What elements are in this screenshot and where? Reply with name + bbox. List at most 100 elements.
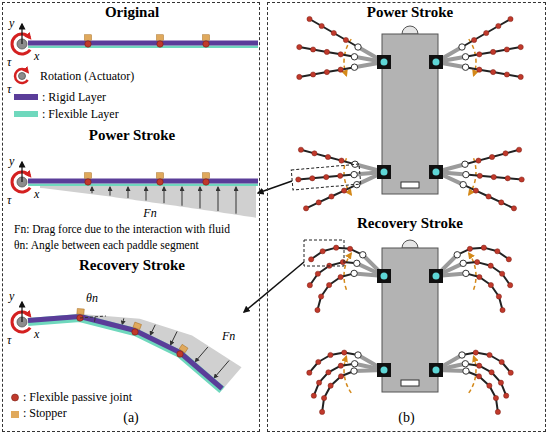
paddle <box>463 185 514 209</box>
note: Fn: Drag force due to the interaction wi… <box>14 224 230 236</box>
rod-joint <box>355 44 361 50</box>
passive-joint <box>320 249 325 254</box>
passive-joint <box>500 271 505 276</box>
rod-joint <box>463 368 469 374</box>
robot-window <box>401 182 419 188</box>
passive-joint <box>311 393 316 398</box>
passive-joint <box>487 383 492 388</box>
paddle <box>298 175 354 180</box>
rod-joint <box>460 181 466 187</box>
stopper <box>157 173 164 179</box>
y-axis <box>21 302 22 322</box>
passive-joint <box>493 395 498 400</box>
passive-joint <box>318 294 323 299</box>
actuator-shaft <box>433 367 440 374</box>
passive-joint <box>316 200 321 205</box>
legend-text: : Rigid Layer <box>42 91 106 103</box>
passive-joint <box>338 374 343 379</box>
torque-symbol: τ <box>7 83 11 95</box>
actuator-shaft <box>381 169 388 176</box>
paddle <box>310 19 358 47</box>
passive-joint <box>298 147 303 152</box>
rod-joint <box>454 252 460 258</box>
passive-joint <box>347 246 352 251</box>
stroke-direction-arc <box>344 253 351 290</box>
robot-window <box>401 380 419 386</box>
axis-label: x <box>34 188 39 200</box>
passive-joint <box>203 41 209 47</box>
passive-joint <box>315 307 320 312</box>
passive-joint <box>320 409 325 414</box>
passive-joint <box>489 154 494 159</box>
passive-joint <box>329 194 334 199</box>
legend-swatch <box>14 111 38 117</box>
flexible-layer <box>28 46 258 49</box>
passive-joint <box>334 245 339 250</box>
passive-joint <box>496 294 501 299</box>
rod-joint <box>459 44 465 50</box>
passive-joint <box>296 177 301 182</box>
axis-label: y <box>9 17 14 29</box>
y-axis <box>21 24 22 44</box>
passive-joint <box>316 359 321 364</box>
passive-joint <box>491 174 496 179</box>
panel-title: Recovery Stroke <box>79 258 185 273</box>
passive-joint <box>312 151 317 156</box>
passive-joint <box>321 395 326 400</box>
passive-joint <box>338 274 343 279</box>
actuator-shaft <box>381 273 388 280</box>
panel-label: (a) <box>123 411 139 425</box>
drag-arrow <box>92 187 93 193</box>
passive-joint <box>495 249 500 254</box>
drag-arrow <box>195 347 208 362</box>
passive-joint <box>338 52 343 57</box>
passive-joint <box>338 173 343 178</box>
passive-joint <box>310 176 315 181</box>
axis-label: y <box>9 290 14 302</box>
drag-arrow <box>164 187 165 203</box>
passive-joint <box>489 370 494 375</box>
paddle <box>299 47 354 57</box>
paddle <box>322 371 354 412</box>
paddle <box>299 67 354 77</box>
drag-arrow <box>110 187 111 196</box>
passive-joint <box>477 67 482 72</box>
passive-joint <box>157 179 163 185</box>
stopper <box>85 173 92 179</box>
paddle <box>466 67 521 77</box>
actuator-shaft <box>433 59 440 66</box>
actuator-housing <box>377 269 391 283</box>
passive-joint <box>203 179 209 185</box>
angle-arc <box>94 317 95 322</box>
passive-joint <box>310 72 315 77</box>
passive-joint <box>324 69 329 74</box>
passive-joint <box>476 374 481 379</box>
passive-joint <box>518 74 523 79</box>
actuator-shaft <box>381 59 388 66</box>
passive-joint <box>504 47 509 52</box>
passive-joint <box>491 69 496 74</box>
passive-joint <box>328 352 333 357</box>
passive-joint <box>498 380 503 385</box>
rigid-layer <box>28 179 258 184</box>
drag-arrow <box>122 318 124 324</box>
passive-joint <box>326 370 331 375</box>
rotation-arrow <box>12 172 30 192</box>
drag-arrow <box>200 187 201 208</box>
paddle <box>466 47 521 57</box>
passive-joint <box>327 282 332 287</box>
note: θn: Angle between each paddle segment <box>14 240 199 252</box>
rod-joint <box>351 171 357 177</box>
passive-joint <box>499 200 504 205</box>
legend-text: Rotation (Actuator) <box>40 70 134 82</box>
rod-joint <box>354 260 360 266</box>
passive-joint <box>343 37 348 42</box>
actuator-shaft <box>433 273 440 280</box>
stopper <box>203 35 210 41</box>
legend-text: : Flexible passive joint <box>23 391 132 403</box>
actuator-housing <box>429 165 443 179</box>
passive-joint <box>467 246 472 251</box>
torque-symbol: τ <box>7 334 11 346</box>
stopper <box>203 173 210 179</box>
